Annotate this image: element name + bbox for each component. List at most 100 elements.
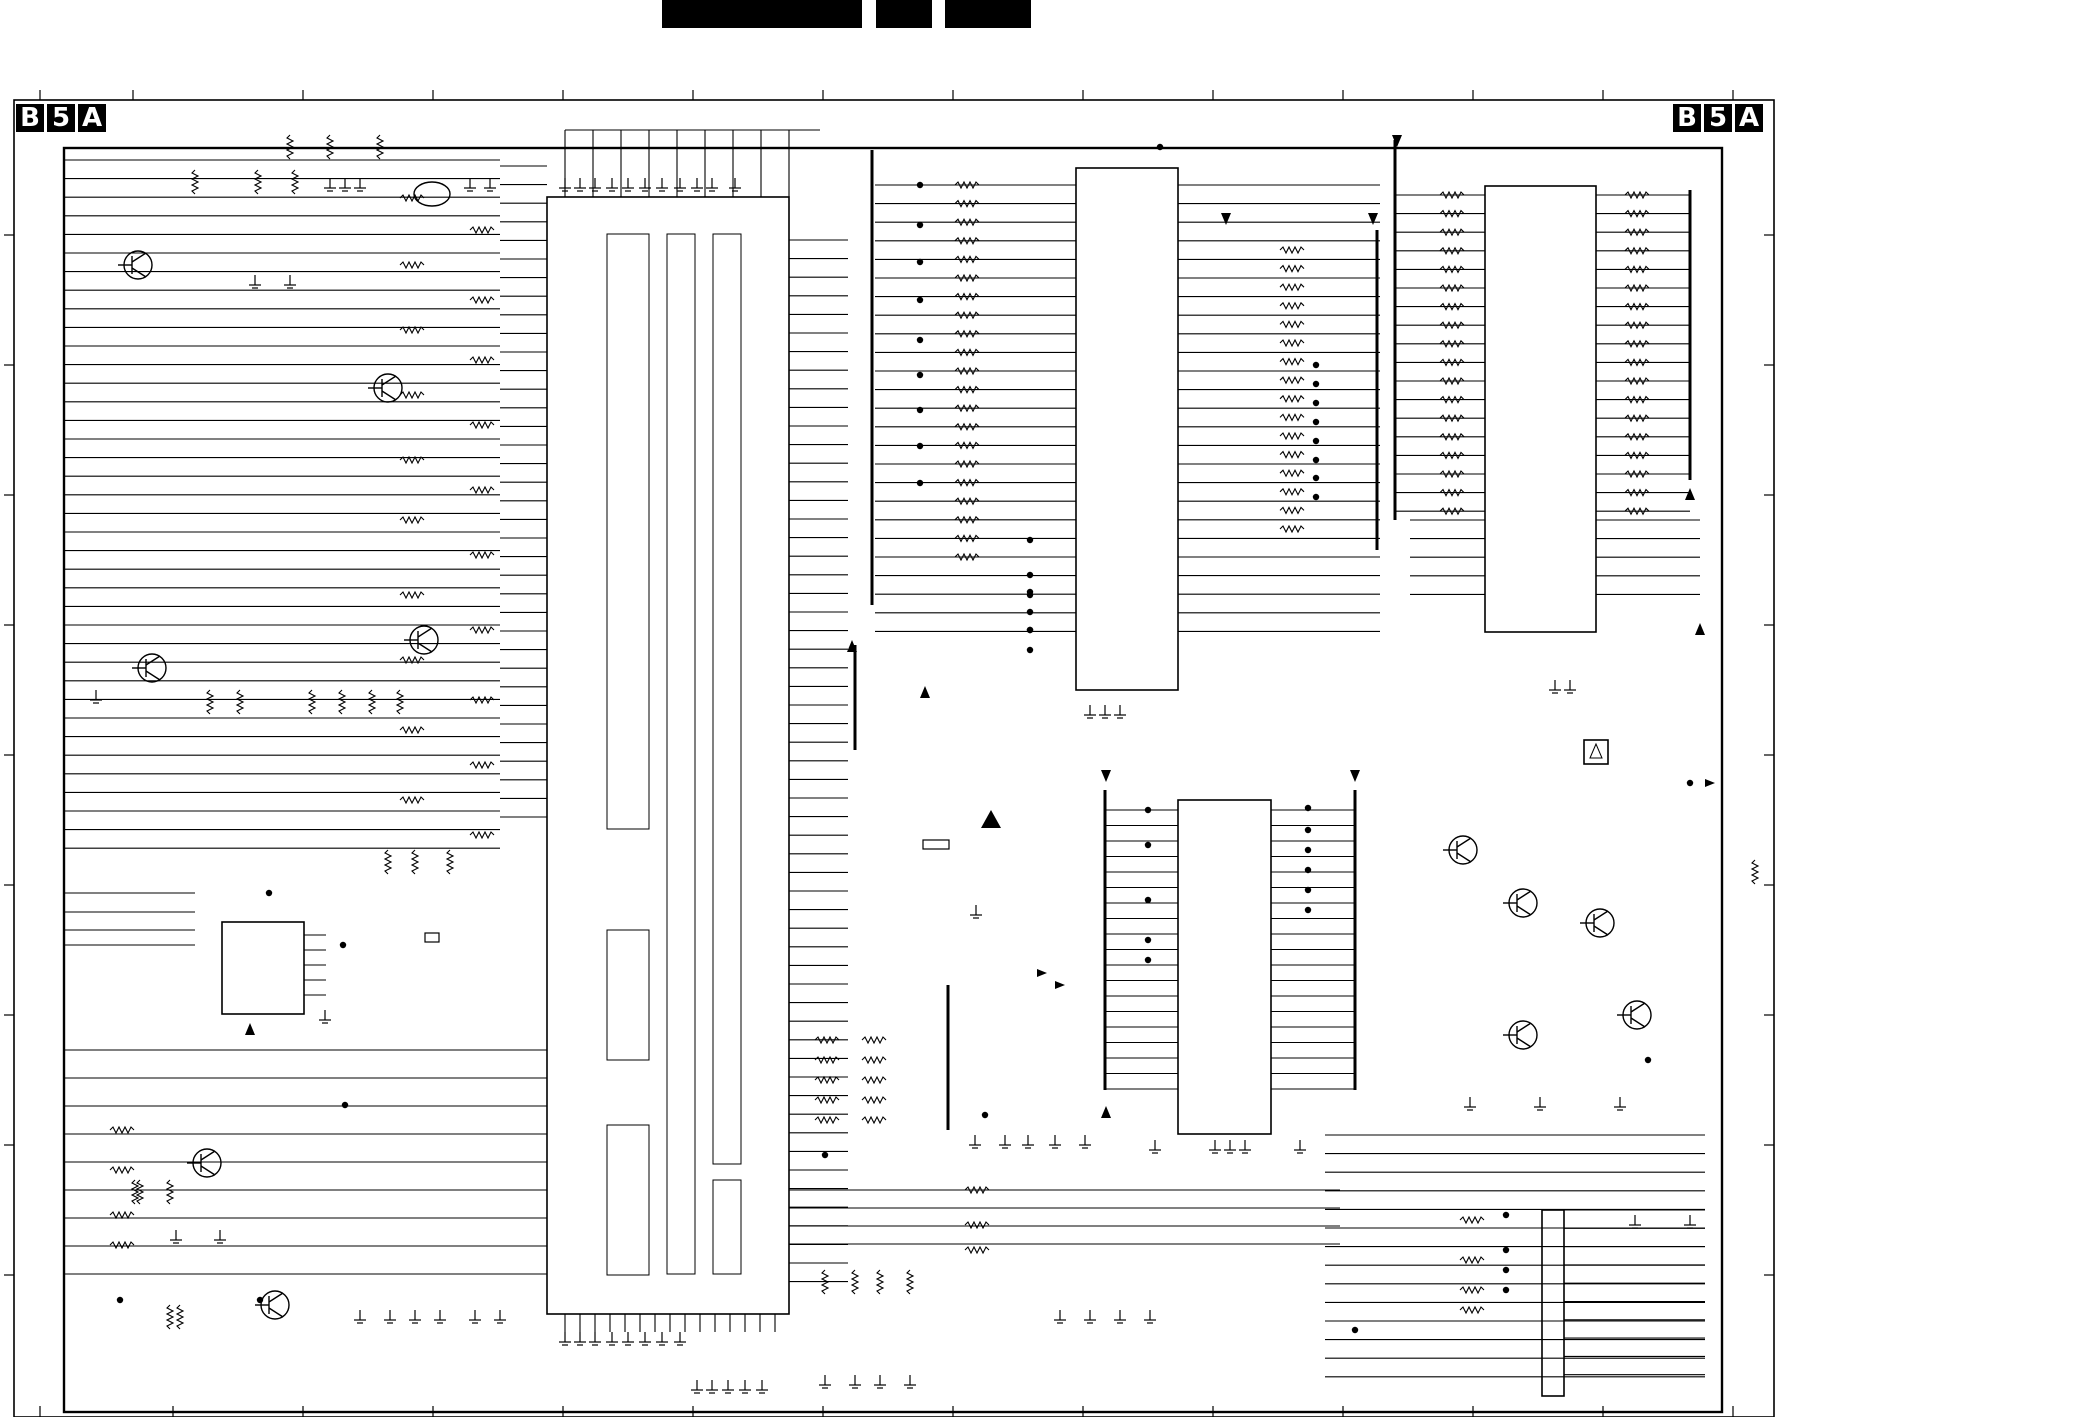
- resistor-symbol: [470, 552, 494, 558]
- inner-border: [64, 148, 1722, 1412]
- arrow-symbol: [1368, 213, 1378, 225]
- junction-dot: [1313, 400, 1319, 406]
- sheet-id-number: 5: [47, 104, 75, 132]
- fuse-symbol: [923, 840, 949, 849]
- transistor-symbol: [1517, 1038, 1531, 1047]
- resistor-symbol: [1460, 1307, 1484, 1313]
- resistor-symbol: [1280, 284, 1304, 290]
- junction-dot: [917, 443, 923, 449]
- resistor-symbol: [815, 1077, 839, 1083]
- grid-ticks-top: [40, 90, 1733, 100]
- resistor-symbol: [400, 727, 424, 733]
- junction-dot: [1305, 827, 1311, 833]
- transistor-symbol: [418, 643, 432, 652]
- output-connector: [1542, 1210, 1564, 1396]
- left-signal-lines: [64, 160, 547, 1274]
- sheet-id-number: 5: [1704, 104, 1732, 132]
- resistor-symbols: [110, 135, 1758, 1329]
- transistor-symbol: [146, 671, 160, 680]
- junction-dot: [917, 259, 923, 265]
- power-module-symbol: [1590, 744, 1602, 758]
- ic-pin-lines: [304, 185, 1705, 1377]
- junction-dot: [1027, 609, 1033, 615]
- junction-dot: [1145, 897, 1151, 903]
- crystal-symbol: [425, 933, 439, 942]
- main-ic-block-b: [667, 234, 695, 1274]
- junction-dot: [266, 890, 272, 896]
- resistor-symbol: [852, 1270, 858, 1294]
- transistor-symbols: [118, 251, 1651, 1319]
- transistor-symbol: [132, 253, 146, 262]
- junction-dot: [1313, 438, 1319, 444]
- transistor-symbol: [1517, 891, 1531, 900]
- resistor-symbol: [1280, 303, 1304, 309]
- resistor-symbol: [965, 1222, 989, 1228]
- resistor-symbol: [167, 1305, 173, 1329]
- resistor-symbol: [1280, 452, 1304, 458]
- main-ic-block-f: [713, 1180, 741, 1274]
- resistor-symbol: [862, 1077, 886, 1083]
- transistor-symbol: [201, 1166, 215, 1175]
- main-ic-block-a: [607, 234, 649, 829]
- resistor-symbol: [237, 690, 243, 714]
- junction-dot: [1503, 1247, 1509, 1253]
- resistor-symbol: [1460, 1257, 1484, 1263]
- sheet-id-right: B 5 A: [1673, 104, 1763, 132]
- junction-dot: [1313, 381, 1319, 387]
- resistor-symbol: [110, 1127, 134, 1133]
- resistor-symbol: [1280, 489, 1304, 495]
- arrow-symbol: [1055, 981, 1065, 989]
- sheet-id-left: B 5 A: [16, 104, 106, 132]
- resistor-symbol: [192, 170, 198, 194]
- resistor-symbol: [1280, 396, 1304, 402]
- resistor-symbol: [815, 1117, 839, 1123]
- junction-dot: [1313, 362, 1319, 368]
- transistor-symbol: [1631, 1003, 1645, 1012]
- junction-dot: [1313, 419, 1319, 425]
- resistor-symbol: [397, 690, 403, 714]
- resistor-symbol: [1752, 860, 1758, 884]
- resistor-symbol: [1280, 507, 1304, 513]
- transistor-symbol: [201, 1151, 215, 1160]
- junction-dot: [1027, 589, 1033, 595]
- resistor-symbol: [470, 297, 494, 303]
- junction-dot: [1027, 537, 1033, 543]
- resistor-symbol: [965, 1247, 989, 1253]
- junction-dot: [917, 480, 923, 486]
- resistor-symbol: [1460, 1287, 1484, 1293]
- junction-dot: [1305, 847, 1311, 853]
- junction-dot: [917, 372, 923, 378]
- resistor-symbol: [862, 1117, 886, 1123]
- arrow-symbol: [1685, 488, 1695, 500]
- junction-dots: [117, 144, 1693, 1333]
- transistor-symbol: [1631, 1018, 1645, 1027]
- junction-dot: [1305, 805, 1311, 811]
- resistor-symbol: [470, 227, 494, 233]
- junction-dot: [1503, 1267, 1509, 1273]
- junction-dot: [1145, 807, 1151, 813]
- resistor-symbol: [400, 195, 424, 201]
- transistor-symbol: [146, 656, 160, 665]
- junction-dot: [257, 1297, 263, 1303]
- resistor-symbol: [400, 797, 424, 803]
- transistor-symbol: [1517, 1023, 1531, 1032]
- arrow-symbol: [1101, 770, 1111, 782]
- bus-bars: [855, 140, 1690, 1130]
- junction-dot: [1305, 907, 1311, 913]
- resistor-symbol: [1280, 321, 1304, 327]
- resistor-symbol: [470, 487, 494, 493]
- arrow-symbol: [1705, 779, 1715, 787]
- resistor-symbol: [862, 1057, 886, 1063]
- transistor-symbol: [269, 1293, 283, 1302]
- buffer-ic: [1485, 186, 1596, 632]
- resistor-symbol: [815, 1097, 839, 1103]
- resistor-symbol: [470, 357, 494, 363]
- resistor-symbol: [1460, 1217, 1484, 1223]
- main-ic-block-c: [713, 234, 741, 1164]
- junction-dot: [1313, 457, 1319, 463]
- resistor-symbol: [110, 1167, 134, 1173]
- sheet-id-suffix: A: [78, 104, 106, 132]
- junction-dot: [917, 407, 923, 413]
- resistor-symbol: [1280, 359, 1304, 365]
